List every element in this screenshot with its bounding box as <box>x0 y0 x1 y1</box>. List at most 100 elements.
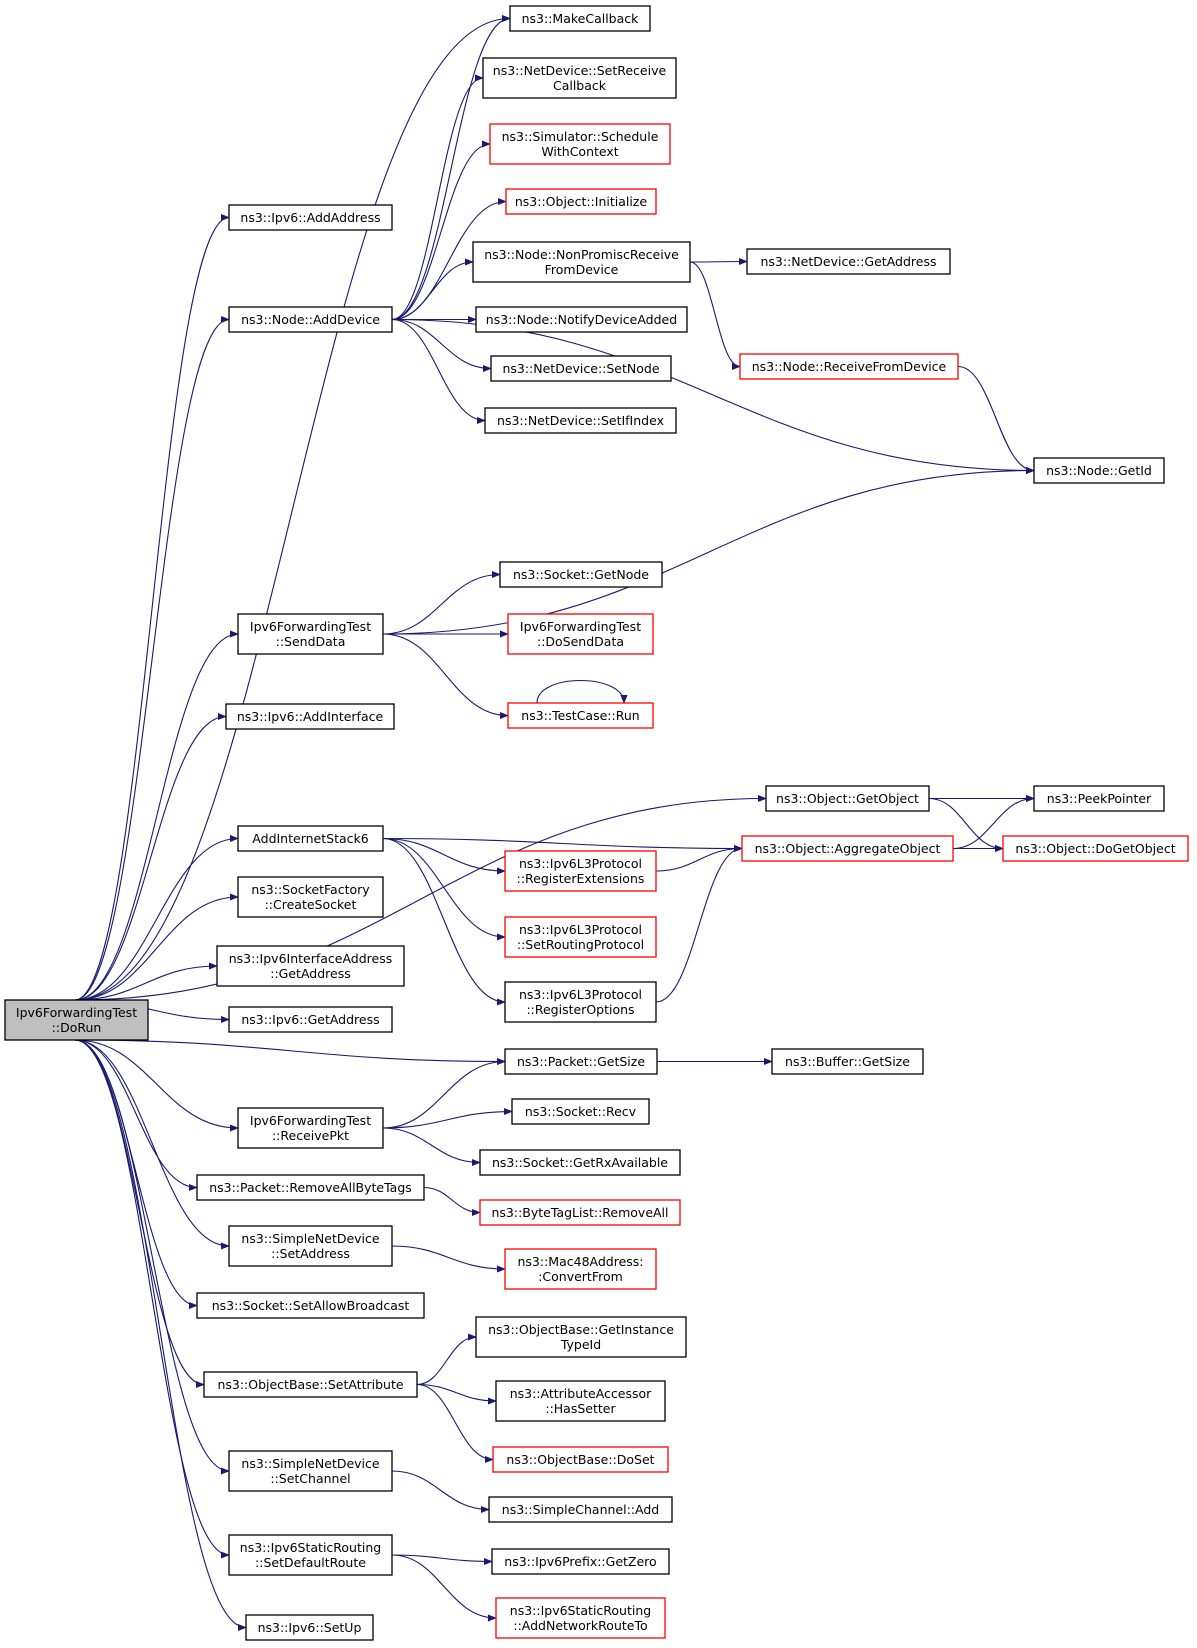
node-label-line: ::SetAddress <box>271 1246 350 1261</box>
edge-root-to-ipv6ifaddr-getaddress <box>74 962 218 1001</box>
edge-sendata-to-testcase-run <box>382 633 509 720</box>
node-label-line: ns3::SocketFactory <box>251 882 370 897</box>
node-label-line: TypeId <box>560 1337 601 1352</box>
node-label-line: ::DoRun <box>52 1020 102 1035</box>
edge-path <box>382 837 506 941</box>
node-root[interactable]: Ipv6ForwardingTest::DoRun <box>4 999 149 1041</box>
edge-path <box>382 1107 513 1129</box>
edge-path <box>536 680 628 704</box>
node-attributeaccessor-hassetter[interactable]: ns3::AttributeAccessor::HasSetter <box>495 1380 666 1422</box>
node-simplenetdevice-setaddress[interactable]: ns3::SimpleNetDevice::SetAddress <box>228 1225 393 1267</box>
node-label-line: ns3::Node::GetId <box>1046 463 1152 478</box>
node-buffer-getsize[interactable]: ns3::Buffer::GetSize <box>771 1048 924 1075</box>
node-box <box>228 1006 393 1033</box>
node-staticrouting-setdefaultroute[interactable]: ns3::Ipv6StaticRouting::SetDefaultRoute <box>228 1534 393 1576</box>
node-addinternetstack6[interactable]: AddInternetStack6 <box>237 825 384 852</box>
node-object-getobject[interactable]: ns3::Object::GetObject <box>765 785 930 812</box>
node-box <box>216 945 405 987</box>
edge-node-adddevice-to-netdevice-setnode <box>391 318 492 373</box>
node-objectbase-setattribute[interactable]: ns3::ObjectBase::SetAttribute <box>203 1371 418 1398</box>
node-mac48-convertfrom[interactable]: ns3::Mac48Address::ConvertFrom <box>504 1248 657 1290</box>
node-ipv6-setup[interactable]: ns3::Ipv6::SetUp <box>245 1614 374 1641</box>
node-objectbase-doset[interactable]: ns3::ObjectBase::DoSet <box>492 1446 669 1473</box>
edge-packet-removeallbytetags-to-bytetaglist-removeall <box>423 1186 481 1217</box>
node-ipv6-getaddress[interactable]: ns3::Ipv6::GetAddress <box>228 1006 393 1033</box>
node-box <box>475 306 688 333</box>
edge-sendata-to-socket-getnode <box>382 570 501 635</box>
node-label-line: ns3::ObjectBase::DoSet <box>506 1452 654 1467</box>
node-simplechannel-add[interactable]: ns3::SimpleChannel::Add <box>488 1496 673 1523</box>
node-label-line: ns3::Socket::GetRxAvailable <box>492 1155 668 1170</box>
node-makecallback[interactable]: ns3::MakeCallback <box>509 5 651 32</box>
node-box <box>504 1048 658 1075</box>
node-ipv6prefix-getzero[interactable]: ns3::Ipv6Prefix::GetZero <box>491 1548 670 1575</box>
node-box <box>488 1496 673 1523</box>
edge-path <box>382 837 743 853</box>
node-box <box>475 1316 687 1358</box>
node-label-line: ns3::Node::NonPromiscReceive <box>484 247 679 262</box>
edge-root-to-node-adddevice <box>74 315 230 1001</box>
node-packet-getsize[interactable]: ns3::Packet::GetSize <box>504 1048 658 1075</box>
node-node-adddevice[interactable]: ns3::Node::AddDevice <box>228 306 393 333</box>
edge-path <box>74 315 230 1001</box>
edge-node-adddevice-to-node-getid <box>391 318 1035 475</box>
node-label-line: ns3::Ipv6::SetUp <box>258 1620 362 1635</box>
node-ipv6-addaddress[interactable]: ns3::Ipv6::AddAddress <box>228 204 393 231</box>
node-box <box>1033 785 1165 812</box>
node-object-dogetobject[interactable]: ns3::Object::DoGetObject <box>1002 835 1189 862</box>
edge-path <box>382 837 506 1006</box>
node-socket-getnode[interactable]: ns3::Socket::GetNode <box>499 561 663 588</box>
node-receivepkt[interactable]: Ipv6ForwardingTest::ReceivePkt <box>237 1107 384 1149</box>
node-label-line: ns3::ObjectBase::GetInstance <box>488 1322 674 1337</box>
node-l3-registeroptions[interactable]: ns3::Ipv6L3Protocol::RegisterOptions <box>504 981 657 1023</box>
node-simplenetdevice-setchannel[interactable]: ns3::SimpleNetDevice::SetChannel <box>228 1450 393 1492</box>
node-object-aggregateobject[interactable]: ns3::Object::AggregateObject <box>741 835 954 862</box>
node-label-line: ::RegisterOptions <box>526 1002 634 1017</box>
edge-path <box>655 844 743 1003</box>
node-label-line: ns3::Node::AddDevice <box>241 312 380 327</box>
node-box <box>482 57 677 99</box>
node-netdevice-setnode[interactable]: ns3::NetDevice::SetNode <box>490 355 672 382</box>
node-node-receivefromdevice[interactable]: ns3::Node::ReceiveFromDevice <box>739 353 959 380</box>
node-box <box>479 1149 681 1176</box>
node-netdevice-setifindex[interactable]: ns3::NetDevice::SetIfIndex <box>484 407 677 434</box>
edge-receivepkt-to-socket-getrxavailable <box>382 1127 481 1167</box>
edge-path <box>74 1039 230 1559</box>
node-box <box>492 1446 669 1473</box>
node-socket-recv[interactable]: ns3::Socket::Recv <box>511 1098 650 1125</box>
node-peekpointer[interactable]: ns3::PeekPointer <box>1033 785 1165 812</box>
node-label-line: ::SetRoutingProtocol <box>517 937 644 952</box>
node-label-line: ns3::Socket::GetNode <box>513 567 649 582</box>
edge-path <box>957 365 1035 475</box>
node-l3-setroutingprotocol[interactable]: ns3::Ipv6L3Protocol::SetRoutingProtocol <box>504 916 657 958</box>
node-packet-removeallbytetags[interactable]: ns3::Packet::RemoveAllByteTags <box>196 1174 425 1201</box>
node-bytetaglist-removeall[interactable]: ns3::ByteTagList::RemoveAll <box>479 1199 681 1226</box>
node-ipv6ifaddr-getaddress[interactable]: ns3::Ipv6InterfaceAddress::GetAddress <box>216 945 405 987</box>
node-ipv6-addinterface[interactable]: ns3::Ipv6::AddInterface <box>225 703 395 730</box>
node-label-line: ns3::Ipv6::AddAddress <box>240 210 380 225</box>
node-netdevice-getaddress[interactable]: ns3::NetDevice::GetAddress <box>746 248 951 275</box>
node-staticrouting-addnetworkrouteto[interactable]: ns3::Ipv6StaticRouting::AddNetworkRouteT… <box>495 1597 666 1639</box>
node-socketfactory-createsocket[interactable]: ns3::SocketFactory::CreateSocket <box>237 876 384 918</box>
node-box <box>228 1534 393 1576</box>
edge-path <box>391 74 484 321</box>
node-object-initialize[interactable]: ns3::Object::Initialize <box>505 188 657 215</box>
node-node-getid[interactable]: ns3::Node::GetId <box>1033 457 1165 484</box>
node-socket-setallowbroadcast[interactable]: ns3::Socket::SetAllowBroadcast <box>196 1292 425 1319</box>
node-dosenddata[interactable]: Ipv6ForwardingTest::DoSendData <box>507 613 654 655</box>
node-box <box>225 703 395 730</box>
edge-node-adddevice-to-makecallback <box>391 14 511 321</box>
edge-simplenetdevice-setchannel-to-simplechannel-add <box>391 1470 490 1514</box>
node-l3-registerextensions[interactable]: ns3::Ipv6L3Protocol::RegisterExtensions <box>504 850 657 892</box>
node-label-line: ns3::Buffer::GetSize <box>785 1054 910 1069</box>
edge-path <box>689 261 741 371</box>
node-node-notifydeviceadded[interactable]: ns3::Node::NotifyDeviceAdded <box>475 306 688 333</box>
node-socket-getrxavailable[interactable]: ns3::Socket::GetRxAvailable <box>479 1149 681 1176</box>
node-testcase-run[interactable]: ns3::TestCase::Run <box>507 702 654 729</box>
node-sendata[interactable]: Ipv6ForwardingTest::SendData <box>237 613 384 655</box>
